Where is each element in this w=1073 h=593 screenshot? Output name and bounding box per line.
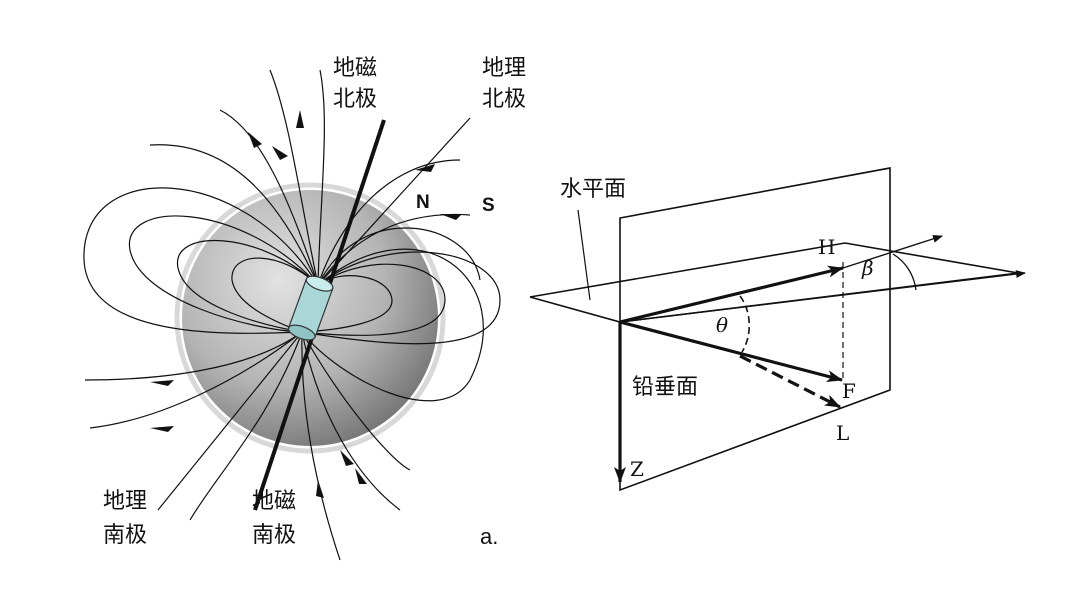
beta-arc: [892, 253, 917, 291]
vector-l-label: L: [836, 421, 849, 445]
geomagnetic-elements-panel: 水平面 铅垂面 H F L Z θ β: [529, 167, 1026, 492]
vector-z-label: Z: [630, 457, 644, 481]
vertical-plane-label: 铅垂面: [632, 375, 698, 400]
vector-h: [619, 265, 844, 324]
geomagnetic-north-pole-label-2: 北极: [333, 87, 377, 112]
geomagnetic-south-pole-label-1: 地磁: [252, 489, 296, 514]
field-arrows: [150, 110, 462, 498]
horizontal-plane-label: 水平面: [560, 177, 626, 202]
vector-h-label: H: [818, 235, 835, 259]
geomagnetic-south-pole-label-2: 南极: [252, 523, 296, 548]
h-extension: [842, 234, 943, 269]
geographic-south-pole-label-1: 地理: [103, 489, 147, 514]
vector-f: [619, 320, 843, 383]
angle-beta-label: β: [861, 256, 874, 280]
compass-s-label: S: [482, 195, 495, 216]
geographic-axis-south: [157, 331, 303, 511]
angle-theta-label: θ: [716, 313, 728, 337]
earth-field-panel: 地磁 北极 地理 北极 N S 地理 南极 地磁 南极 a.: [83, 56, 526, 561]
horizontal-plane-pointer: [577, 209, 591, 301]
panel-label-a: a.: [480, 524, 498, 549]
horizontal-direction-line: [619, 270, 1026, 323]
bar-magnet: [287, 275, 334, 341]
geographic-north-pole-label-1: 地理: [482, 56, 526, 81]
vector-f-label: F: [842, 379, 856, 403]
geomagnetic-north-pole-label-1: 地磁: [333, 56, 377, 81]
geographic-south-pole-label-2: 南极: [103, 523, 147, 548]
geographic-axis-north: [317, 117, 471, 286]
vector-l: [739, 354, 841, 409]
geographic-north-pole-label-2: 北极: [482, 87, 526, 112]
earth-sphere-halo: [174, 182, 446, 454]
theta-arc: [739, 295, 751, 353]
vertical-plane: [619, 167, 891, 492]
compass-n-label: N: [416, 192, 430, 213]
